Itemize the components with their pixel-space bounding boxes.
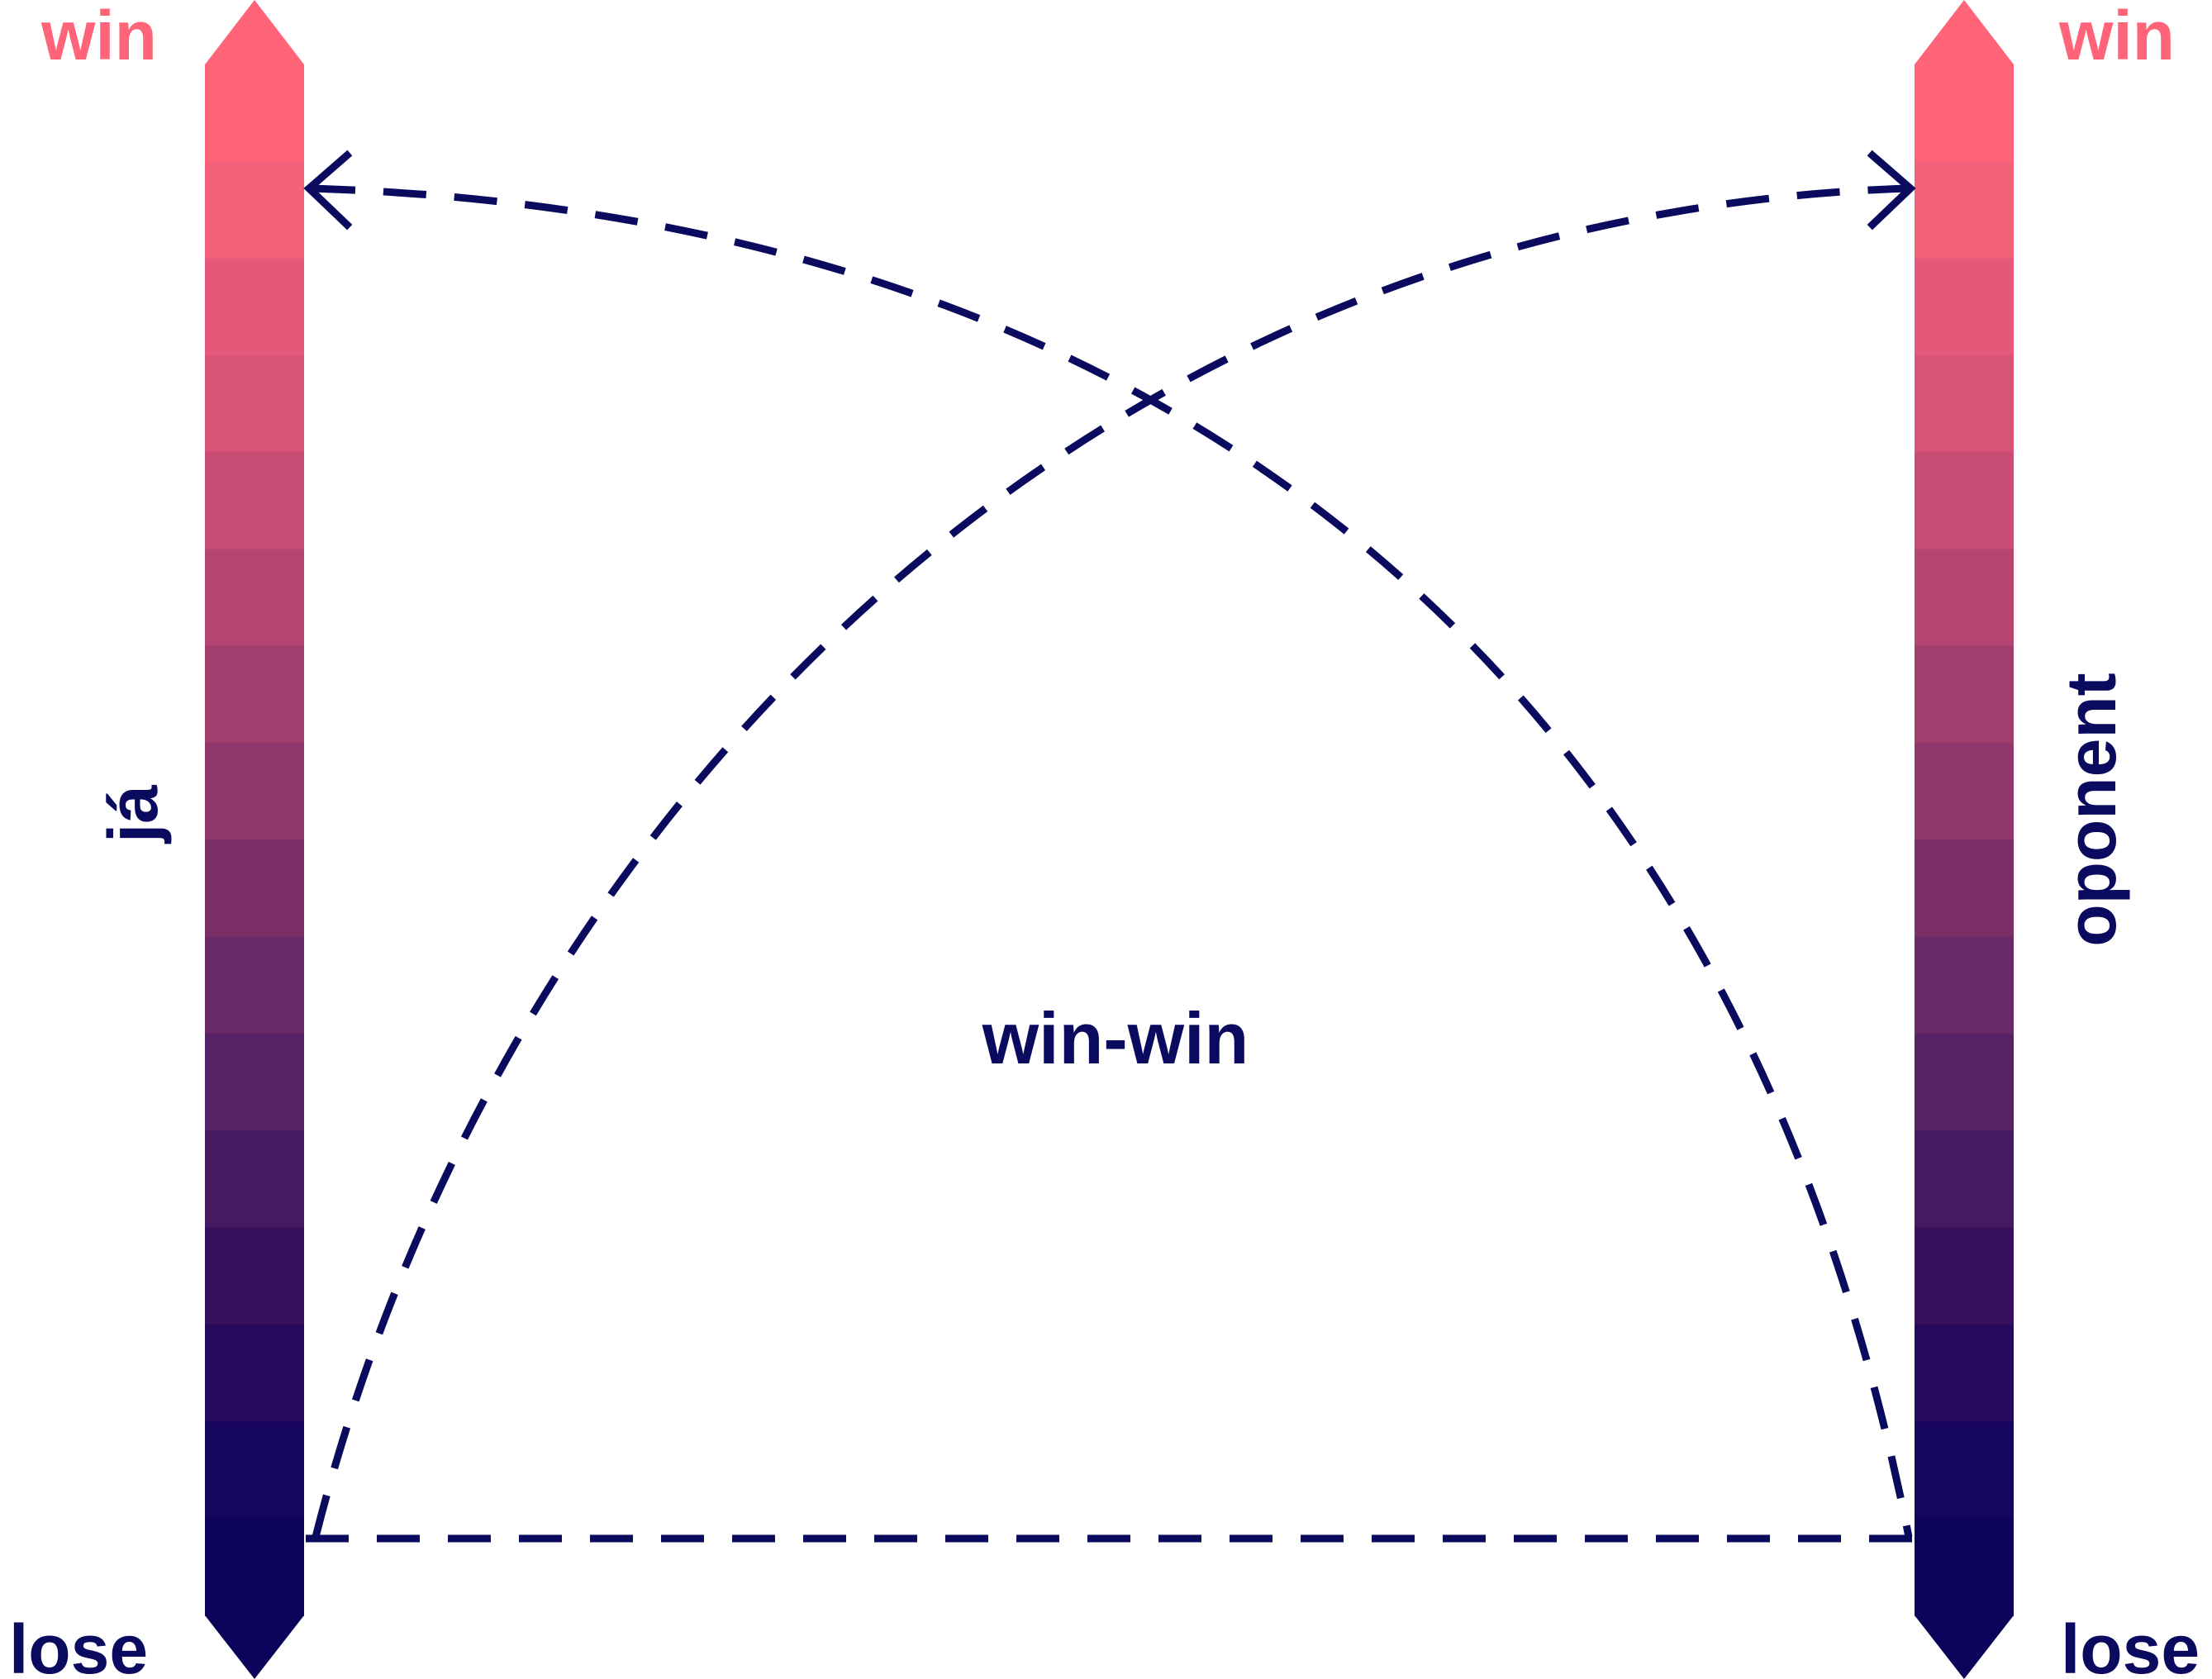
right-bar-segment <box>1915 1518 2014 1616</box>
left-bar-segment <box>205 936 304 1035</box>
curve-left-lose-to-right-win <box>312 184 1910 1539</box>
right-bar-segment <box>1915 64 2014 163</box>
left-bar-segment <box>205 1034 304 1132</box>
right-bar-segment <box>1915 161 2014 259</box>
left-lose-label: lose <box>9 1610 148 1679</box>
right-bar-segment <box>1915 452 2014 550</box>
left-bar-segment <box>205 161 304 259</box>
win-win-label: win-win <box>982 997 1249 1079</box>
right-axis-label: oponent <box>2053 673 2130 946</box>
right-bar-segment <box>1915 840 2014 938</box>
right-scale-bar <box>1915 0 2014 1679</box>
left-bar-segment <box>205 1518 304 1616</box>
left-bar-segment <box>205 64 304 163</box>
left-bar-segment <box>205 1421 304 1520</box>
right-bar-segment <box>1915 1421 2014 1520</box>
left-bar-segment <box>205 1130 304 1229</box>
left-bar-segment <box>205 645 304 744</box>
right-bar-segment <box>1915 1227 2014 1325</box>
right-bar-top-arrow <box>1915 0 2014 64</box>
left-bar-gradient-segments <box>205 64 304 1616</box>
right-win-label: win <box>2058 0 2175 74</box>
arrowhead-left-icon <box>303 150 353 231</box>
right-bar-segment <box>1915 743 2014 841</box>
curve-left-win-to-right-lose <box>312 184 1913 1538</box>
right-bar-segment <box>1915 1130 2014 1229</box>
arrowheads <box>303 150 1916 231</box>
left-bar-segment <box>205 743 304 841</box>
right-bar-segment <box>1915 354 2014 454</box>
left-scale-bar <box>205 0 304 1679</box>
right-bar-segment <box>1915 1034 2014 1132</box>
left-bar-bottom-arrow <box>205 1615 304 1679</box>
right-bar-segment <box>1915 1325 2014 1423</box>
left-axis-label: já <box>94 785 172 844</box>
left-bar-segment <box>205 1227 304 1325</box>
left-bar-segment <box>205 354 304 454</box>
left-bar-segment <box>205 258 304 356</box>
right-bar-segment <box>1915 549 2014 647</box>
left-bar-segment <box>205 549 304 647</box>
left-bar-segment <box>205 452 304 550</box>
right-bar-bottom-arrow <box>1915 1615 2014 1679</box>
left-bar-segment <box>205 840 304 938</box>
right-bar-segment <box>1915 645 2014 744</box>
right-bar-segment <box>1915 258 2014 356</box>
right-bar-segment <box>1915 936 2014 1035</box>
left-bar-top-arrow <box>205 0 304 64</box>
arrowhead-right-icon <box>1867 150 1916 231</box>
right-lose-label: lose <box>2061 1610 2200 1679</box>
left-win-label: win <box>40 0 157 74</box>
right-bar-gradient-segments <box>1915 64 2014 1616</box>
left-bar-segment <box>205 1325 304 1423</box>
dashed-connections <box>306 184 1915 1543</box>
